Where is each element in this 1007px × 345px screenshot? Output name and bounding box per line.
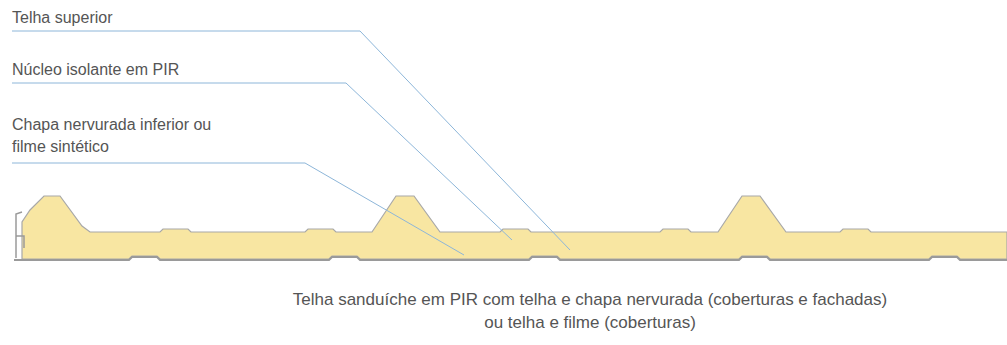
leader-line [12,163,464,255]
part-label: Telha superior [12,7,352,29]
part-label: Núcleo isolante em PIR [12,59,342,81]
figure-caption: Telha sanduíche em PIR com telha e chapa… [290,288,890,334]
leader-lines [12,31,570,255]
part-label: Chapa nervurada inferior ou filme sintét… [12,114,222,158]
bottom-sheet [14,257,1007,260]
side-flange [16,212,24,258]
leader-line [12,83,512,240]
leader-line [12,31,570,250]
panel-core [22,196,1007,259]
